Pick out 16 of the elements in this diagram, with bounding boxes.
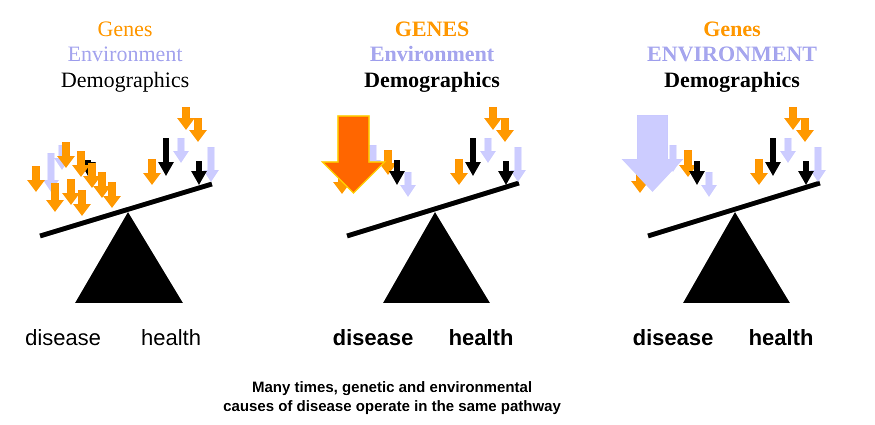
factor-label: Demographics bbox=[60, 68, 190, 92]
factor-label: GENES bbox=[394, 16, 470, 42]
side-label: health bbox=[141, 326, 201, 350]
factor-label: Environment bbox=[370, 42, 494, 66]
side-label: disease bbox=[25, 326, 101, 350]
factor-label: Genes bbox=[98, 16, 152, 42]
side-label: health bbox=[448, 326, 514, 350]
factor-label: Environment bbox=[68, 42, 182, 66]
side-label: disease bbox=[632, 326, 714, 350]
factor-label: Genes bbox=[703, 16, 761, 42]
side-label: health bbox=[748, 326, 814, 350]
factor-label: Demographics bbox=[664, 68, 800, 92]
factor-label: Demographics bbox=[364, 68, 500, 92]
side-label: disease bbox=[332, 326, 414, 350]
factor-label: ENVIRONMENT bbox=[647, 42, 817, 66]
caption: Many times, genetic and environmental causes of disease operate in the same pathway bbox=[223, 378, 561, 416]
